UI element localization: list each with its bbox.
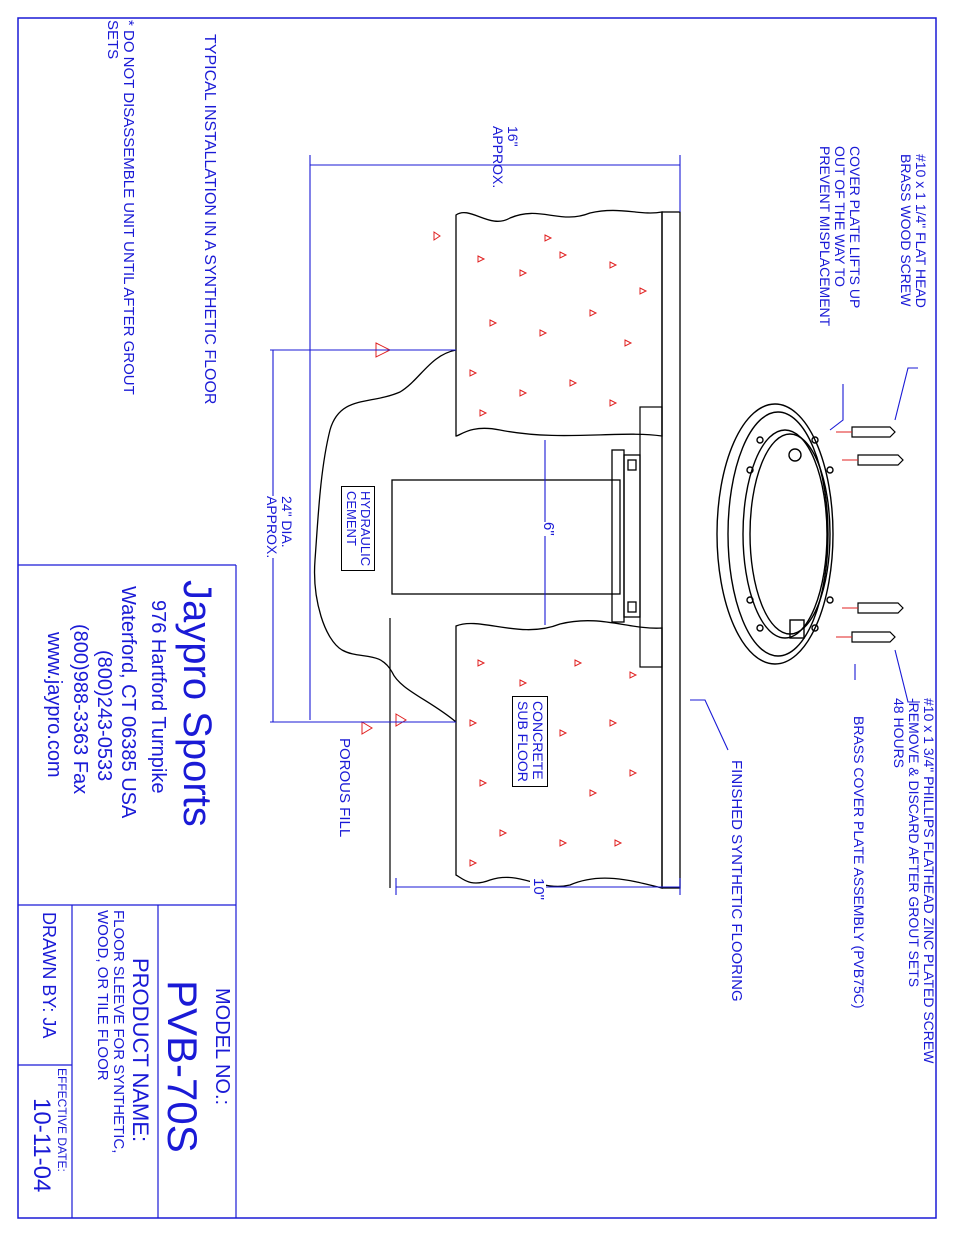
company-name: Jaypro Sports [175,580,219,827]
screw-markers [836,431,858,638]
floor-sleeve [391,449,641,623]
dim-24-dia: 24" DIA. APPROX. [263,496,295,559]
callout-brass-cover-plate: BRASS COVER PLATE ASSEMBLY (PVB75C) [851,716,867,1009]
effective-date-value: 10-11-04 [28,1098,55,1193]
callout-brass-wood-screw: #10 x 1 1/4" FLAT HEAD BRASS WOOD SCREW [897,154,929,308]
note-warning: * DO NOT DISASSEMBLE UNIT UNTIL AFTER GR… [103,20,137,395]
concrete-slab-top [455,209,663,437]
model-label: MODEL NO.: [211,988,233,1106]
title-block-frame [18,564,237,1218]
sheet-border [17,17,937,1219]
callout-phillips-screw: #10 x 1 3/4" PHILLIPS FLATHEAD ZINC PLAT… [890,698,937,1064]
effective-date-label: EFFECTIVE DATE: [55,1068,69,1172]
company-street: 976 Hartford Turnpike [147,600,169,794]
callout-hydraulic-cement: HYDRAULIC CEMENT [340,486,375,572]
callout-porous-fill: POROUS FILL [336,738,353,838]
porous-fill-outline [313,349,457,723]
screws [851,426,904,643]
callout-finished-flooring: FINISHED SYNTHETIC FLOORING [728,760,745,1002]
concrete-aggregate [361,231,648,867]
note-title: TYPICAL INSTALLATION IN A SYNTHETIC FLOO… [201,34,218,405]
dim-10: 10" [529,878,547,901]
company-web: www.jaypro.com [43,632,65,778]
product-label: PRODUCT NAME: [128,958,153,1143]
brass-cover-plate [716,403,834,665]
product-value: FLOOR SLEEVE FOR SYNTHETIC, WOOD, OR TIL… [93,910,127,1154]
callout-concrete-sub-floor: CONCRETE SUB FLOOR [511,696,548,787]
model-value: PVB-70S [159,980,206,1153]
drawn-by: DRAWN BY: JA [39,912,59,1039]
company-phone: (800)243-0533 [93,650,115,782]
company-city: Waterford, CT 06385 USA [117,586,139,819]
dim-6: 6" [539,522,557,536]
company-fax: (800)988-3363 Fax [69,624,91,795]
concrete-slab-bottom [455,620,663,889]
finished-flooring-board [661,211,681,889]
dim-16-approx: 16" APPROX. [489,126,521,189]
callout-cover-plate-lifts: COVER PLATE LIFTS UP OUT OF THE WAY TO P… [816,146,863,327]
